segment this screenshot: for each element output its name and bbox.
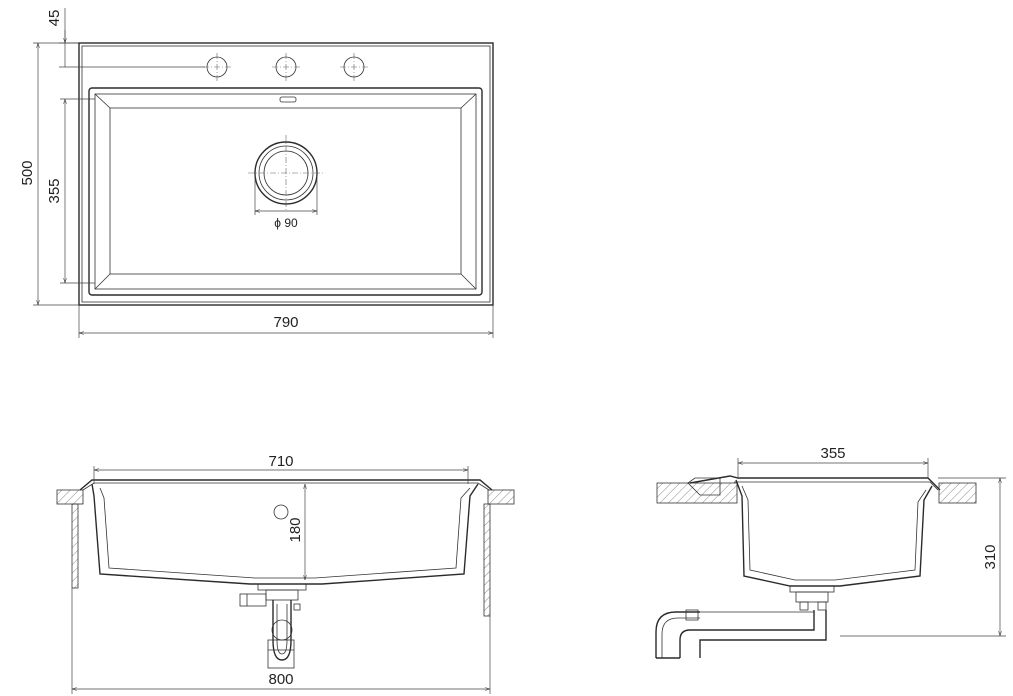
tap-offset-label: 45 — [46, 10, 63, 27]
front-bowl-height-label: 180 — [287, 517, 304, 542]
drain-icon — [248, 135, 324, 211]
width-label: 790 — [273, 314, 298, 331]
top-view: ϕ 90 45 500 355 790 — [19, 8, 494, 338]
front-overall-width-label: 800 — [268, 671, 293, 688]
depth-label: 500 — [19, 160, 36, 185]
side-total-height-label: 310 — [982, 544, 999, 569]
side-bowl-depth-label: 355 — [820, 445, 845, 462]
side-view: 355 310 — [655, 445, 1006, 659]
front-bowl-width-label: 710 — [268, 453, 293, 470]
tap-hole-icon — [340, 53, 368, 81]
tap-hole-icon — [203, 53, 231, 81]
front-view: 710 180 800 — [56, 453, 515, 694]
tap-hole-icon — [272, 53, 300, 81]
bowl-depth-label: 355 — [46, 178, 63, 203]
drain-diameter-label: ϕ 90 — [274, 216, 298, 230]
